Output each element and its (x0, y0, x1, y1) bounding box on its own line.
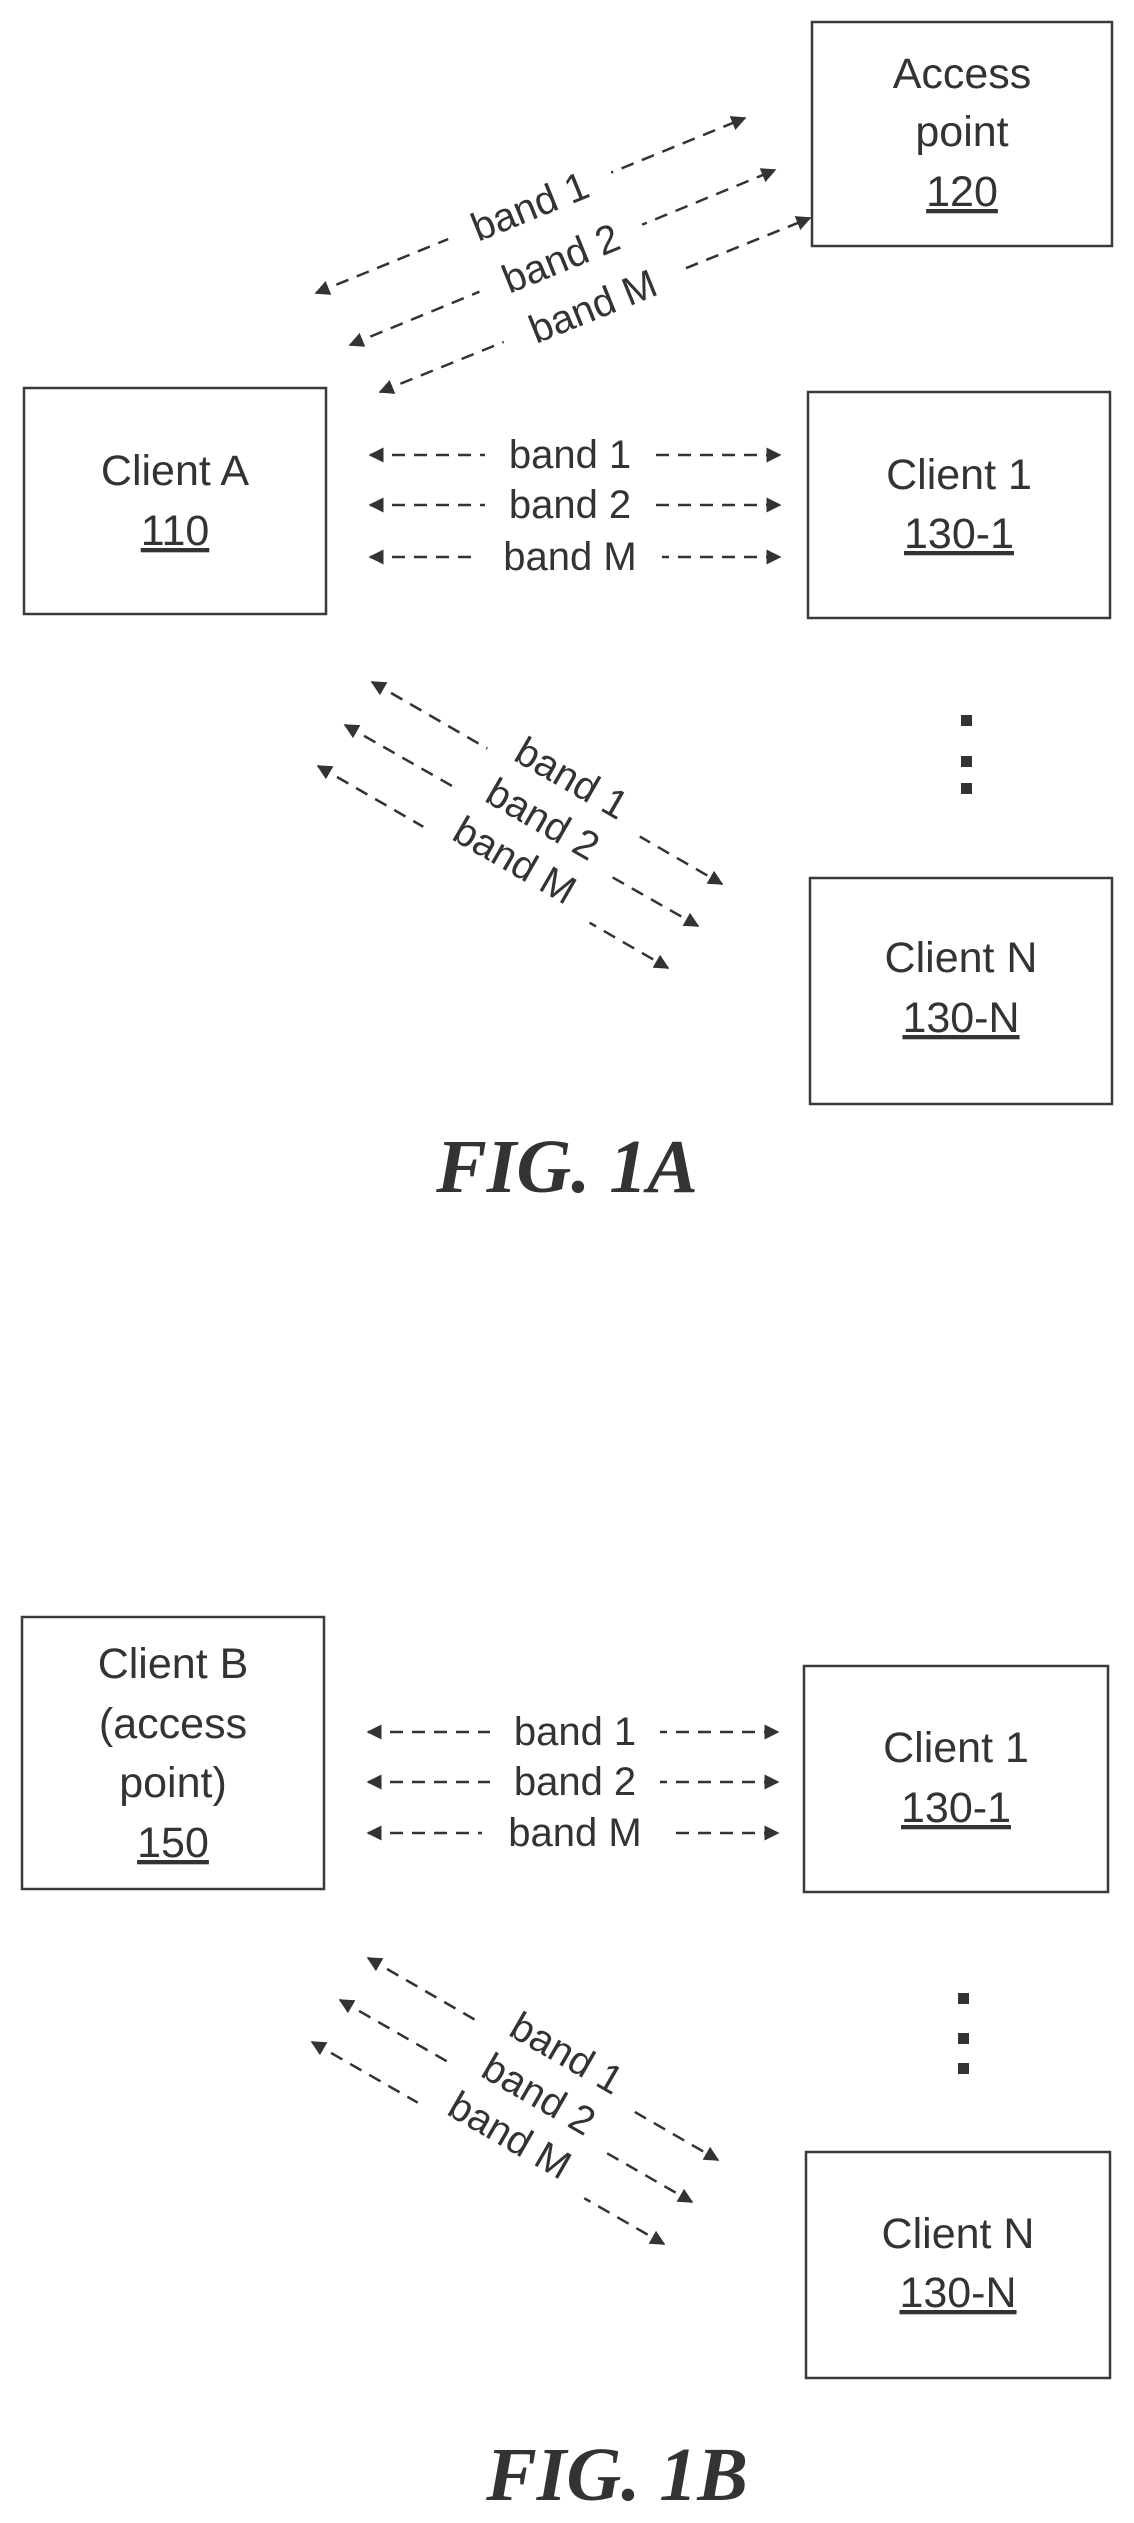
client-b-node: Client B (access point) 150 (22, 1617, 324, 1889)
access-point-node: Access point 120 (812, 22, 1112, 246)
links-to-client-1: band 1 band 2 band M (368, 1707, 778, 1855)
client-1-label: Client 1 (886, 451, 1032, 499)
links-to-access-point: band 1 band 2 band M (316, 118, 810, 392)
more-clients-ellipsis (961, 715, 972, 794)
access-point-label-line2: point (915, 108, 1008, 156)
figure-1a-caption: FIG. 1A (435, 1125, 698, 1209)
links-to-client-n: band 1 band 2 band M (312, 1958, 718, 2244)
link-c1-band-2-label: band 2 (509, 483, 631, 527)
link-c1-band-m-label: band M (508, 1811, 641, 1855)
links-to-client-1: band 1 band 2 band M (370, 430, 780, 579)
access-point-ref: 120 (926, 168, 998, 216)
client-a-node: Client A 110 (24, 388, 326, 614)
client-b-label-line2: (access (99, 1700, 247, 1748)
client-b-ref: 150 (137, 1819, 209, 1867)
access-point-label-line1: Access (893, 50, 1032, 98)
figure-1b: Client B (access point) 150 Client 1 130… (22, 1617, 1110, 2517)
client-1-ref: 130-1 (904, 510, 1014, 558)
client-1-node: Client 1 130-1 (808, 392, 1110, 618)
figure-1a: Access point 120 Client A 110 Client 1 1… (24, 22, 1112, 1209)
link-c1-band-1-label: band 1 (509, 433, 631, 477)
client-n-label: Client N (885, 934, 1038, 982)
client-1-node: Client 1 130-1 (804, 1666, 1108, 1892)
client-b-label-line3: point) (119, 1759, 227, 1807)
link-c1-band-2-label: band 2 (514, 1760, 636, 1804)
client-n-node: Client N 130-N (810, 878, 1112, 1104)
client-n-label: Client N (882, 2210, 1035, 2258)
figure-1b-caption: FIG. 1B (485, 2433, 748, 2517)
client-n-ref: 130-N (899, 2269, 1016, 2317)
more-clients-ellipsis (958, 1993, 969, 2074)
link-c1-band-m-label: band M (503, 535, 636, 579)
client-n-node: Client N 130-N (806, 2152, 1110, 2378)
client-n-ref: 130-N (902, 994, 1019, 1042)
links-to-client-n: band 1 band 2 band M (318, 682, 722, 968)
link-c1-band-1-label: band 1 (514, 1710, 636, 1754)
client-1-ref: 130-1 (901, 1784, 1011, 1832)
client-1-label: Client 1 (883, 1724, 1029, 1772)
client-b-label-line1: Client B (98, 1640, 249, 1688)
client-a-ref: 110 (141, 507, 210, 555)
client-a-label: Client A (101, 447, 250, 495)
